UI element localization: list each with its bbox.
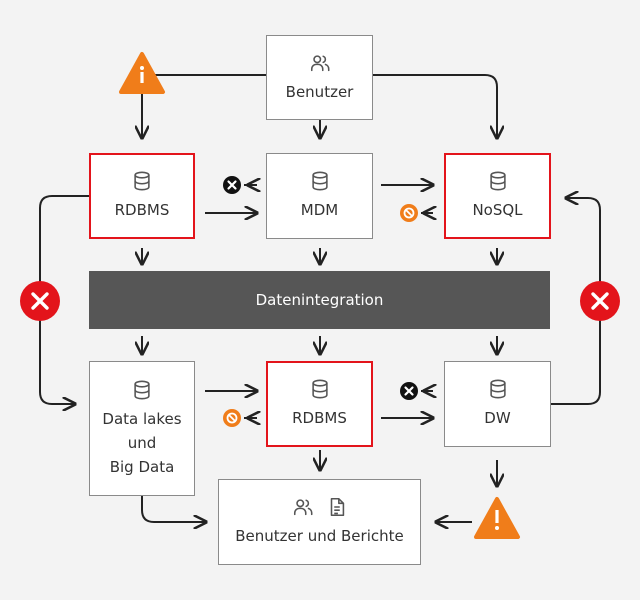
database-icon xyxy=(489,171,506,191)
database-icon xyxy=(489,379,506,399)
arrow-benutzer-to-nosql xyxy=(373,74,497,138)
database-icon xyxy=(311,171,328,191)
node-benutzer: Benutzer xyxy=(266,35,373,120)
node-label: Benutzer xyxy=(285,82,354,101)
database-icon xyxy=(134,380,150,399)
node-datalakes: Data lakes und Big Data xyxy=(89,361,195,496)
arrow-datalakes-to-berichte xyxy=(141,496,206,522)
node-benutzer-und-berichte: Benutzer und Berichte xyxy=(218,479,421,565)
node-label: NoSQL xyxy=(472,201,523,219)
blocked-x-icon xyxy=(400,382,418,400)
users-icon xyxy=(310,54,329,71)
node-label: RDBMS xyxy=(292,409,347,427)
database-icon xyxy=(134,171,150,191)
users-icon xyxy=(293,499,312,516)
node-label: DW xyxy=(484,409,511,427)
node-rdbms-top: RDBMS xyxy=(89,153,195,239)
prohibited-icon xyxy=(223,409,241,427)
error-icon xyxy=(580,281,620,321)
node-label: RDBMS xyxy=(114,201,170,219)
integration-bar: Datenintegration xyxy=(89,271,550,329)
node-nosql: NoSQL xyxy=(444,153,551,239)
node-mdm: MDM xyxy=(266,153,373,239)
node-label: Data lakes und Big Data xyxy=(102,409,182,476)
node-rdbms-bottom: RDBMS xyxy=(266,361,373,447)
node-label: MDM xyxy=(300,201,339,219)
integration-label: Datenintegration xyxy=(255,291,384,309)
node-dw: DW xyxy=(444,361,551,447)
document-icon xyxy=(330,497,344,517)
warning-icon xyxy=(119,52,165,94)
blocked-x-icon xyxy=(223,176,241,194)
error-icon xyxy=(20,281,60,321)
database-icon xyxy=(311,379,328,399)
prohibited-icon xyxy=(400,204,418,222)
node-label: Benutzer und Berichte xyxy=(235,527,404,545)
warning-icon xyxy=(474,497,520,539)
